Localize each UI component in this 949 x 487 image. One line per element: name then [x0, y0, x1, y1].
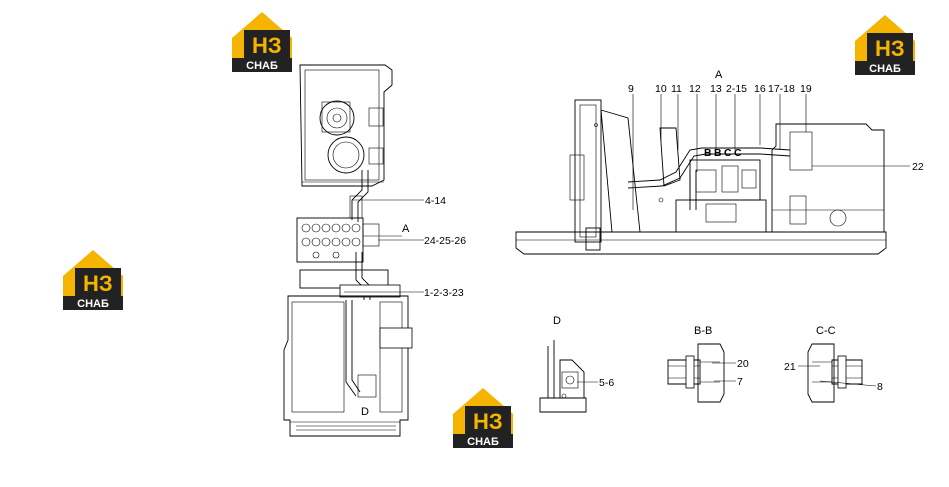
side-view-drawing [283, 64, 413, 437]
detail-D-drawing [539, 340, 598, 413]
callout-13: 13 [710, 83, 722, 95]
callout-8: 8 [877, 381, 883, 393]
callout-16: 16 [754, 83, 766, 95]
callout-20: 20 [737, 358, 749, 370]
callout-22: 22 [912, 161, 924, 173]
section-mark-B1: B [704, 147, 712, 159]
logo-word: СНАБ [869, 63, 901, 75]
section-mark-B2: B [714, 147, 722, 159]
logo-top-left: НЗ СНАБ [232, 12, 292, 72]
callout-19: 19 [800, 83, 812, 95]
callout-21: 21 [784, 361, 796, 373]
callout-17-18: 17-18 [768, 83, 795, 95]
view-title-CC: C-C [816, 325, 836, 337]
detail-BB-drawing [667, 343, 736, 403]
callout-4-14: 4-14 [425, 195, 446, 207]
callout-5-6: 5-6 [599, 377, 614, 389]
callout-11: 11 [671, 83, 682, 95]
logo-word: СНАБ [467, 436, 499, 448]
callout-2-15: 2-15 [726, 83, 747, 95]
callout-12: 12 [689, 83, 701, 95]
logo-mark: НЗ [875, 36, 905, 61]
callout-7: 7 [737, 376, 743, 388]
view-title-D: D [553, 315, 561, 327]
logo-top-right: НЗ СНАБ [855, 15, 915, 75]
section-mark-C1: C [724, 147, 732, 159]
callout-9: 9 [628, 83, 634, 95]
section-mark-D: D [361, 406, 369, 418]
logo-bottom: НЗ СНАБ [453, 388, 513, 448]
callout-1-2-3-23: 1-2-3-23 [424, 287, 464, 299]
view-A-callouts: 9 10 11 12 13 2-15 16 17-18 19 22 B B C … [628, 83, 924, 210]
callout-10: 10 [655, 83, 667, 95]
section-mark-C2: C [734, 147, 742, 159]
logo-mark: НЗ [83, 271, 113, 296]
view-title-A: A [715, 69, 723, 81]
view-A-drawing [515, 99, 887, 255]
logo-left: НЗ СНАБ [63, 250, 123, 310]
logo-word: СНАБ [77, 298, 109, 310]
valve-block-ports [301, 223, 361, 259]
logo-mark: НЗ [252, 33, 282, 58]
callout-24-25-26: 24-25-26 [424, 235, 466, 247]
detail-CC-drawing [798, 343, 877, 403]
logo-word: СНАБ [246, 60, 278, 72]
section-mark-A: A [402, 223, 410, 235]
side-view-callouts: 4-14 A 24-25-26 1-2-3-23 D [344, 195, 466, 418]
logo-mark: НЗ [473, 409, 503, 434]
view-title-BB: B-B [694, 325, 712, 337]
